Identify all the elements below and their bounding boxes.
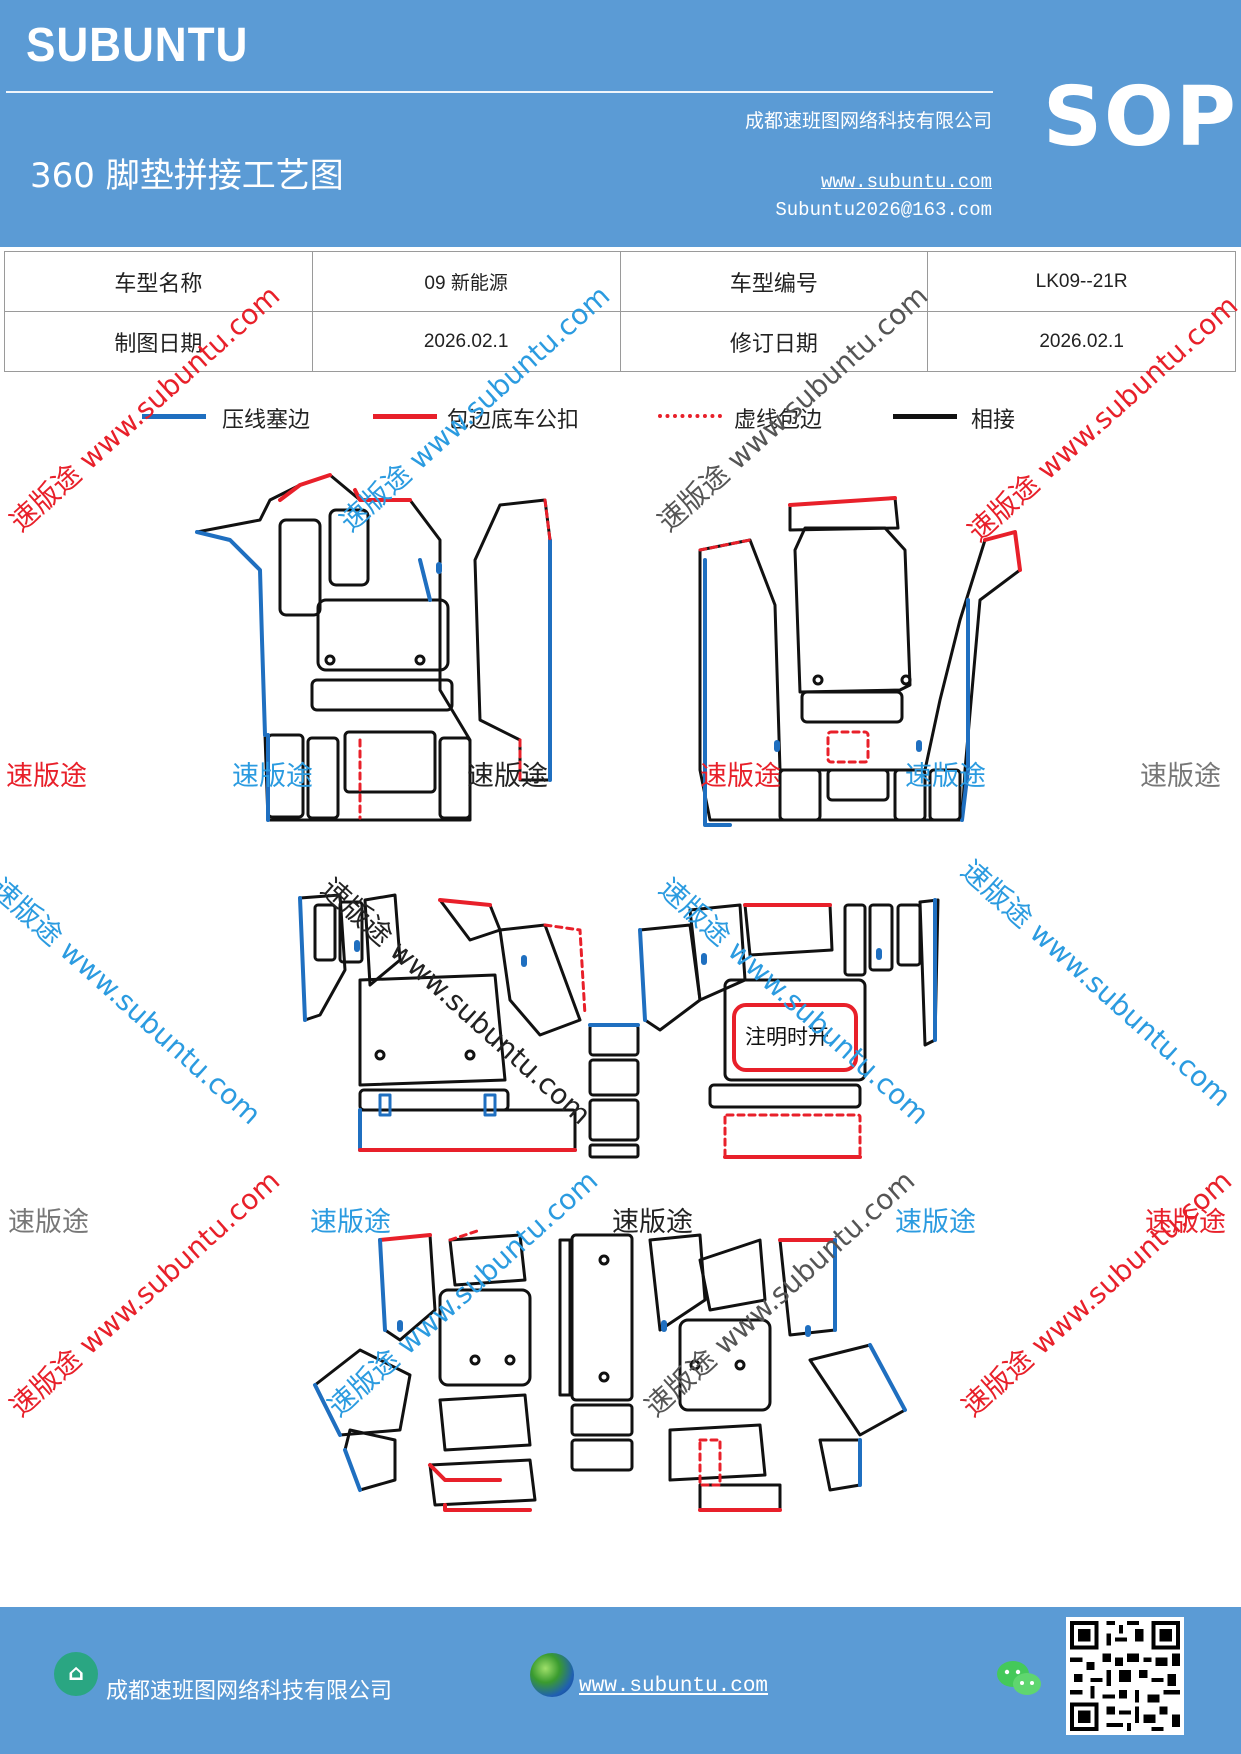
brand-logo: SUBUNTU: [26, 19, 249, 72]
header-email: Subuntu2026@163.com: [775, 199, 992, 221]
legend-swatch-blue: [142, 414, 206, 419]
footer-bar: ⌂ 成都速班图网络科技有限公司 www.subuntu.com: [0, 1607, 1241, 1754]
diagram-note: 注明时开: [745, 1025, 829, 1049]
globe-icon: [530, 1653, 574, 1697]
floor-mat-diagram: 注明时开: [195, 473, 1022, 1512]
table-row: 制图日期 2026.02.1 修订日期 2026.02.1: [4, 311, 1236, 372]
legend-swatch-red: [373, 414, 437, 419]
legend-swatch-dotted: [658, 414, 722, 418]
header-website-link[interactable]: www.subuntu.com: [820, 171, 992, 193]
mat-driver: [195, 473, 552, 822]
table-cell: 车型名称: [4, 251, 313, 312]
watermark-text: 速版途: [1145, 1207, 1226, 1238]
legend-label: 相接: [971, 408, 1016, 433]
legend-label: 压线塞边: [222, 408, 311, 433]
watermark-text: 速版途: [895, 1207, 976, 1238]
table-row: 车型名称 09 新能源 车型编号 LK09--21R: [4, 251, 1236, 312]
table-cell: 修订日期: [619, 311, 929, 372]
legend-label: 虚线包边: [734, 408, 823, 433]
mat-third-row: [313, 1228, 907, 1512]
header-divider: [6, 91, 993, 93]
table-cell: 制图日期: [4, 311, 313, 372]
building-icon: ⌂: [54, 1652, 98, 1696]
watermark-text: 速版途: [467, 761, 548, 792]
table-cell: 2026.02.1: [311, 311, 621, 372]
sop-badge: SOP: [1043, 70, 1238, 165]
vehicle-info-table: 车型名称 09 新能源 车型编号 LK09--21R 制图日期 2026.02.…: [4, 251, 1236, 372]
qr-code[interactable]: [1066, 1617, 1184, 1735]
mat-passenger: [698, 496, 1022, 827]
company-name: 成都速班图网络科技有限公司: [744, 110, 992, 132]
watermark-text: 速版途: [232, 761, 313, 792]
watermark-text: 速版途: [1140, 761, 1221, 792]
watermark-text: 速版途: [612, 1207, 693, 1238]
footer-website-link[interactable]: www.subuntu.com: [579, 1675, 769, 1698]
table-cell: LK09--21R: [927, 251, 1236, 312]
footer-company: 成都速班图网络科技有限公司: [106, 1679, 393, 1704]
table-cell: 09 新能源: [311, 251, 621, 312]
page-title: 360 脚垫拼接工艺图: [30, 156, 344, 196]
legend-label: 包边底车公扣: [447, 408, 580, 433]
header-banner: SUBUNTU 成都速班图网络科技有限公司 360 脚垫拼接工艺图 www.su…: [0, 0, 1241, 247]
mat-rear-right: [638, 898, 940, 1159]
watermark-text: 速版途: [8, 1207, 89, 1238]
watermark-text: 速版途: [6, 761, 87, 792]
watermark-text: 速版途: [700, 761, 781, 792]
watermark-text: 速版途: [310, 1207, 391, 1238]
mat-rear-left: [298, 893, 640, 1159]
table-cell: 2026.02.1: [927, 311, 1236, 372]
watermark-text: 速版途: [905, 761, 986, 792]
legend-swatch-black: [893, 414, 957, 419]
wechat-icon[interactable]: [995, 1657, 1043, 1699]
